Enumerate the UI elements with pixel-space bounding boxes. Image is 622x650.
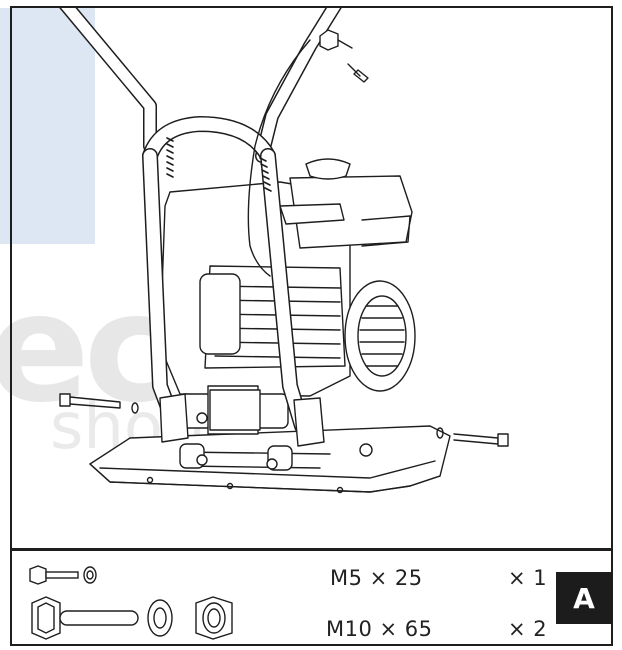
part-size-m5: M5 × 25 — [330, 566, 423, 590]
part-size-m10: M10 × 65 — [326, 617, 433, 641]
m5-bolt-icon — [29, 565, 97, 585]
part-qty-m5: × 1 — [508, 566, 548, 590]
m10-bolt-icon — [31, 596, 233, 640]
compactor-illustration — [10, 6, 613, 548]
plate-compactor-drawing — [58, 6, 509, 494]
step-label: A — [556, 572, 612, 624]
page-frame — [10, 6, 613, 646]
section-divider — [10, 548, 613, 551]
watermark-blue-bar — [0, 8, 95, 244]
parts-list: M5 × 25 × 1 M10 × 65 × 2 — [10, 551, 613, 646]
part-qty-m10: × 2 — [508, 617, 548, 641]
